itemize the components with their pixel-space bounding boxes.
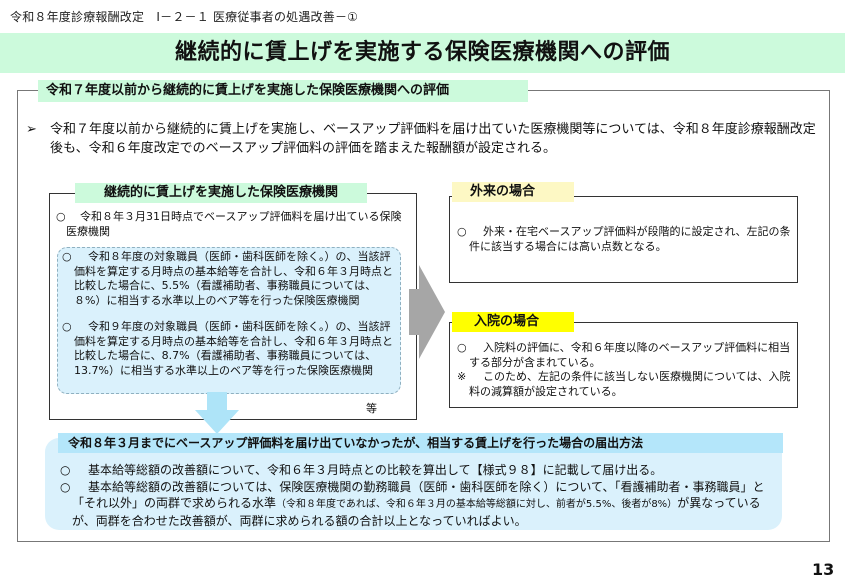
inpatient-heading: 入院の場合 bbox=[452, 312, 574, 332]
filing-method-box bbox=[45, 438, 782, 530]
filing-method-heading: 令和８年３月までにベースアップ評価料を届け出ていなかったが、相当する賃上げを行っ… bbox=[58, 433, 783, 453]
title-band bbox=[0, 33, 845, 73]
circle-bullet-icon: ○ bbox=[60, 463, 71, 477]
condition-item: ○ 令和９年度の対象職員（医師・歯科医師を除く。）の、当該評価料を算定する月時点… bbox=[62, 320, 396, 378]
lead-text: 令和７年度以前から継続的に賃上げを実施し、ベースアップ評価料を届け出ていた医療機… bbox=[50, 122, 816, 156]
filing-text-b: が異なっているが、両群を合わせた改善額が、両群に求められる額の合計以上となってい… bbox=[72, 496, 761, 528]
inpatient-text: 入院料の評価に、令和６年度以降のベースアップ評価料に相当する部分が含まれている。 bbox=[469, 341, 791, 369]
filing-item: ○ 基本給等総額の改善額については、保険医療機関の勤務職員（医師・歯科医師を除く… bbox=[60, 479, 780, 529]
filing-text: 基本給等総額の改善額については、保険医療機関の勤務職員（医師・歯科医師を除く）に… bbox=[60, 479, 780, 529]
circle-bullet-icon: ○ bbox=[62, 320, 72, 333]
eligibility-item: ○ 令和８年３月31日時点でベースアップ評価料を届け出ている保険医療機関 bbox=[56, 210, 408, 239]
page-number: 13 bbox=[812, 560, 835, 579]
section-heading: 令和７年度以前から継続的に賃上げを実施した保険医療機関への評価 bbox=[38, 80, 528, 102]
circle-bullet-icon: ○ bbox=[62, 250, 72, 263]
inpatient-item: ○ 入院料の評価に、令和６年度以降のベースアップ評価料に相当する部分が含まれてい… bbox=[457, 341, 791, 370]
outpatient-box bbox=[449, 196, 798, 283]
conditions-box bbox=[57, 247, 401, 394]
condition-text: 令和９年度の対象職員（医師・歯科医師を除く。）の、当該評価料を算定する月時点の基… bbox=[74, 320, 393, 377]
down-arrow-icon bbox=[195, 392, 239, 434]
circle-bullet-icon: ○ bbox=[457, 341, 467, 354]
eligibility-text: 令和８年３月31日時点でベースアップ評価料を届け出ている保険医療機関 bbox=[66, 210, 402, 238]
page-title: 継続的に賃上げを実施する保険医療機関への評価 bbox=[174, 40, 670, 65]
lead-paragraph: ➢ 令和７年度以前から継続的に賃上げを実施し、ベースアップ評価料を届け出ていた医… bbox=[26, 120, 826, 158]
outpatient-heading: 外来の場合 bbox=[452, 182, 574, 202]
condition-item: ○ 令和８年度の対象職員（医師・歯科医師を除く。）の、当該評価料を算定する月時点… bbox=[62, 250, 396, 308]
filing-text: 基本給等総額の改善額について、令和６年３月時点との比較を算出して【様式９８】に記… bbox=[88, 463, 663, 477]
note-mark-icon: ※ bbox=[457, 370, 467, 383]
circle-bullet-icon: ○ bbox=[56, 210, 66, 223]
condition-text: 令和８年度の対象職員（医師・歯科医師を除く。）の、当該評価料を算定する月時点の基… bbox=[74, 250, 393, 307]
right-arrow-icon bbox=[409, 265, 445, 359]
inpatient-note-text: このため、左記の条件に該当しない医療機関については、入院料の減算額が設定されてい… bbox=[469, 370, 791, 398]
circle-bullet-icon: ○ bbox=[60, 480, 71, 494]
filing-item: ○ 基本給等総額の改善額について、令和６年３月時点との比較を算出して【様式９８】… bbox=[60, 462, 780, 478]
filing-text-note: （令和８年度であれば、令和６年３月の基本給等総額に対し、前者が5.5%、後者が8… bbox=[276, 499, 678, 510]
outpatient-item: ○ 外来・在宅ベースアップ評価料が段階的に設定され、左記の条件に該当する場合には… bbox=[457, 225, 791, 254]
inpatient-box bbox=[449, 322, 798, 408]
breadcrumb: 令和８年度診療報酬改定 Ⅰ－２－１ 医療従事者の処遇改善－① bbox=[10, 10, 359, 24]
filing-text-a: 基本給等総額の改善額については、保険医療機関の勤務職員（医師・歯科医師を除く）に… bbox=[72, 480, 765, 510]
eligible-institutions-heading: 継続的に賃上げを実施した保険医療機関 bbox=[75, 183, 367, 203]
etc-label: 等 bbox=[366, 402, 377, 415]
circle-bullet-icon: ○ bbox=[457, 225, 467, 238]
outpatient-text: 外来・在宅ベースアップ評価料が段階的に設定され、左記の条件に該当する場合には高い… bbox=[469, 225, 791, 253]
arrow-bullet-icon: ➢ bbox=[26, 122, 37, 137]
inpatient-note: ※ このため、左記の条件に該当しない医療機関については、入院料の減算額が設定され… bbox=[457, 370, 791, 399]
